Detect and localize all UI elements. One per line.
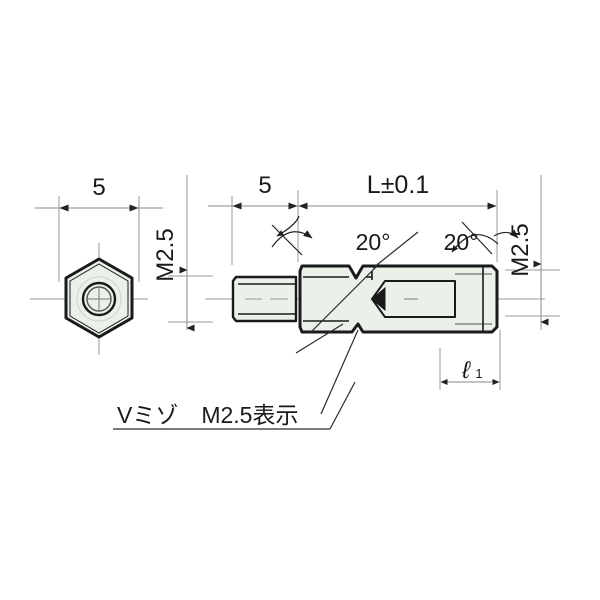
side-view-geometry [231, 264, 499, 334]
leader-groove-a [295, 323, 344, 354]
leader-chamfer-internal [309, 266, 377, 334]
dim-chamfer-right-label: 20° [444, 229, 479, 255]
angle-arc-right-b [493, 229, 519, 239]
chamfer-angle-leaders [271, 215, 519, 256]
hex-end-view [64, 257, 134, 339]
drill-point-tip [371, 286, 386, 312]
note-leader-kick [329, 381, 356, 430]
dim-chamfer-left-label: 20° [356, 229, 391, 255]
angle-arc-left-a [271, 230, 313, 248]
dim-thread-length-label: 5 [258, 172, 271, 199]
standoff-body [298, 264, 499, 334]
leader-groove-b [320, 329, 359, 415]
groove-note-label: Vミゾ M2.5表示 [117, 402, 298, 428]
angle-tick-left [271, 224, 303, 256]
dim-hex-width-label: 5 [92, 174, 105, 201]
dimension-lines [35, 202, 549, 385]
tap-hole-core [371, 280, 456, 318]
note-leader-lines [113, 231, 419, 430]
dim-thread-depth-label: ℓ [461, 357, 471, 384]
leader-chamfer-up [372, 231, 419, 269]
dim-m25-left-label: M2.5 [152, 228, 179, 281]
angle-tick-right [461, 221, 493, 255]
angle-arc-left-b [276, 215, 300, 237]
dim-m25-right-label: M2.5 [507, 223, 534, 276]
hexagon-inner-edge [69, 263, 129, 334]
thread-outer-circle [81, 281, 117, 317]
dim-body-length-label: L±0.1 [367, 171, 429, 199]
dim-thread-depth-subscript: 1 [475, 366, 482, 381]
male-thread-body [231, 275, 298, 323]
